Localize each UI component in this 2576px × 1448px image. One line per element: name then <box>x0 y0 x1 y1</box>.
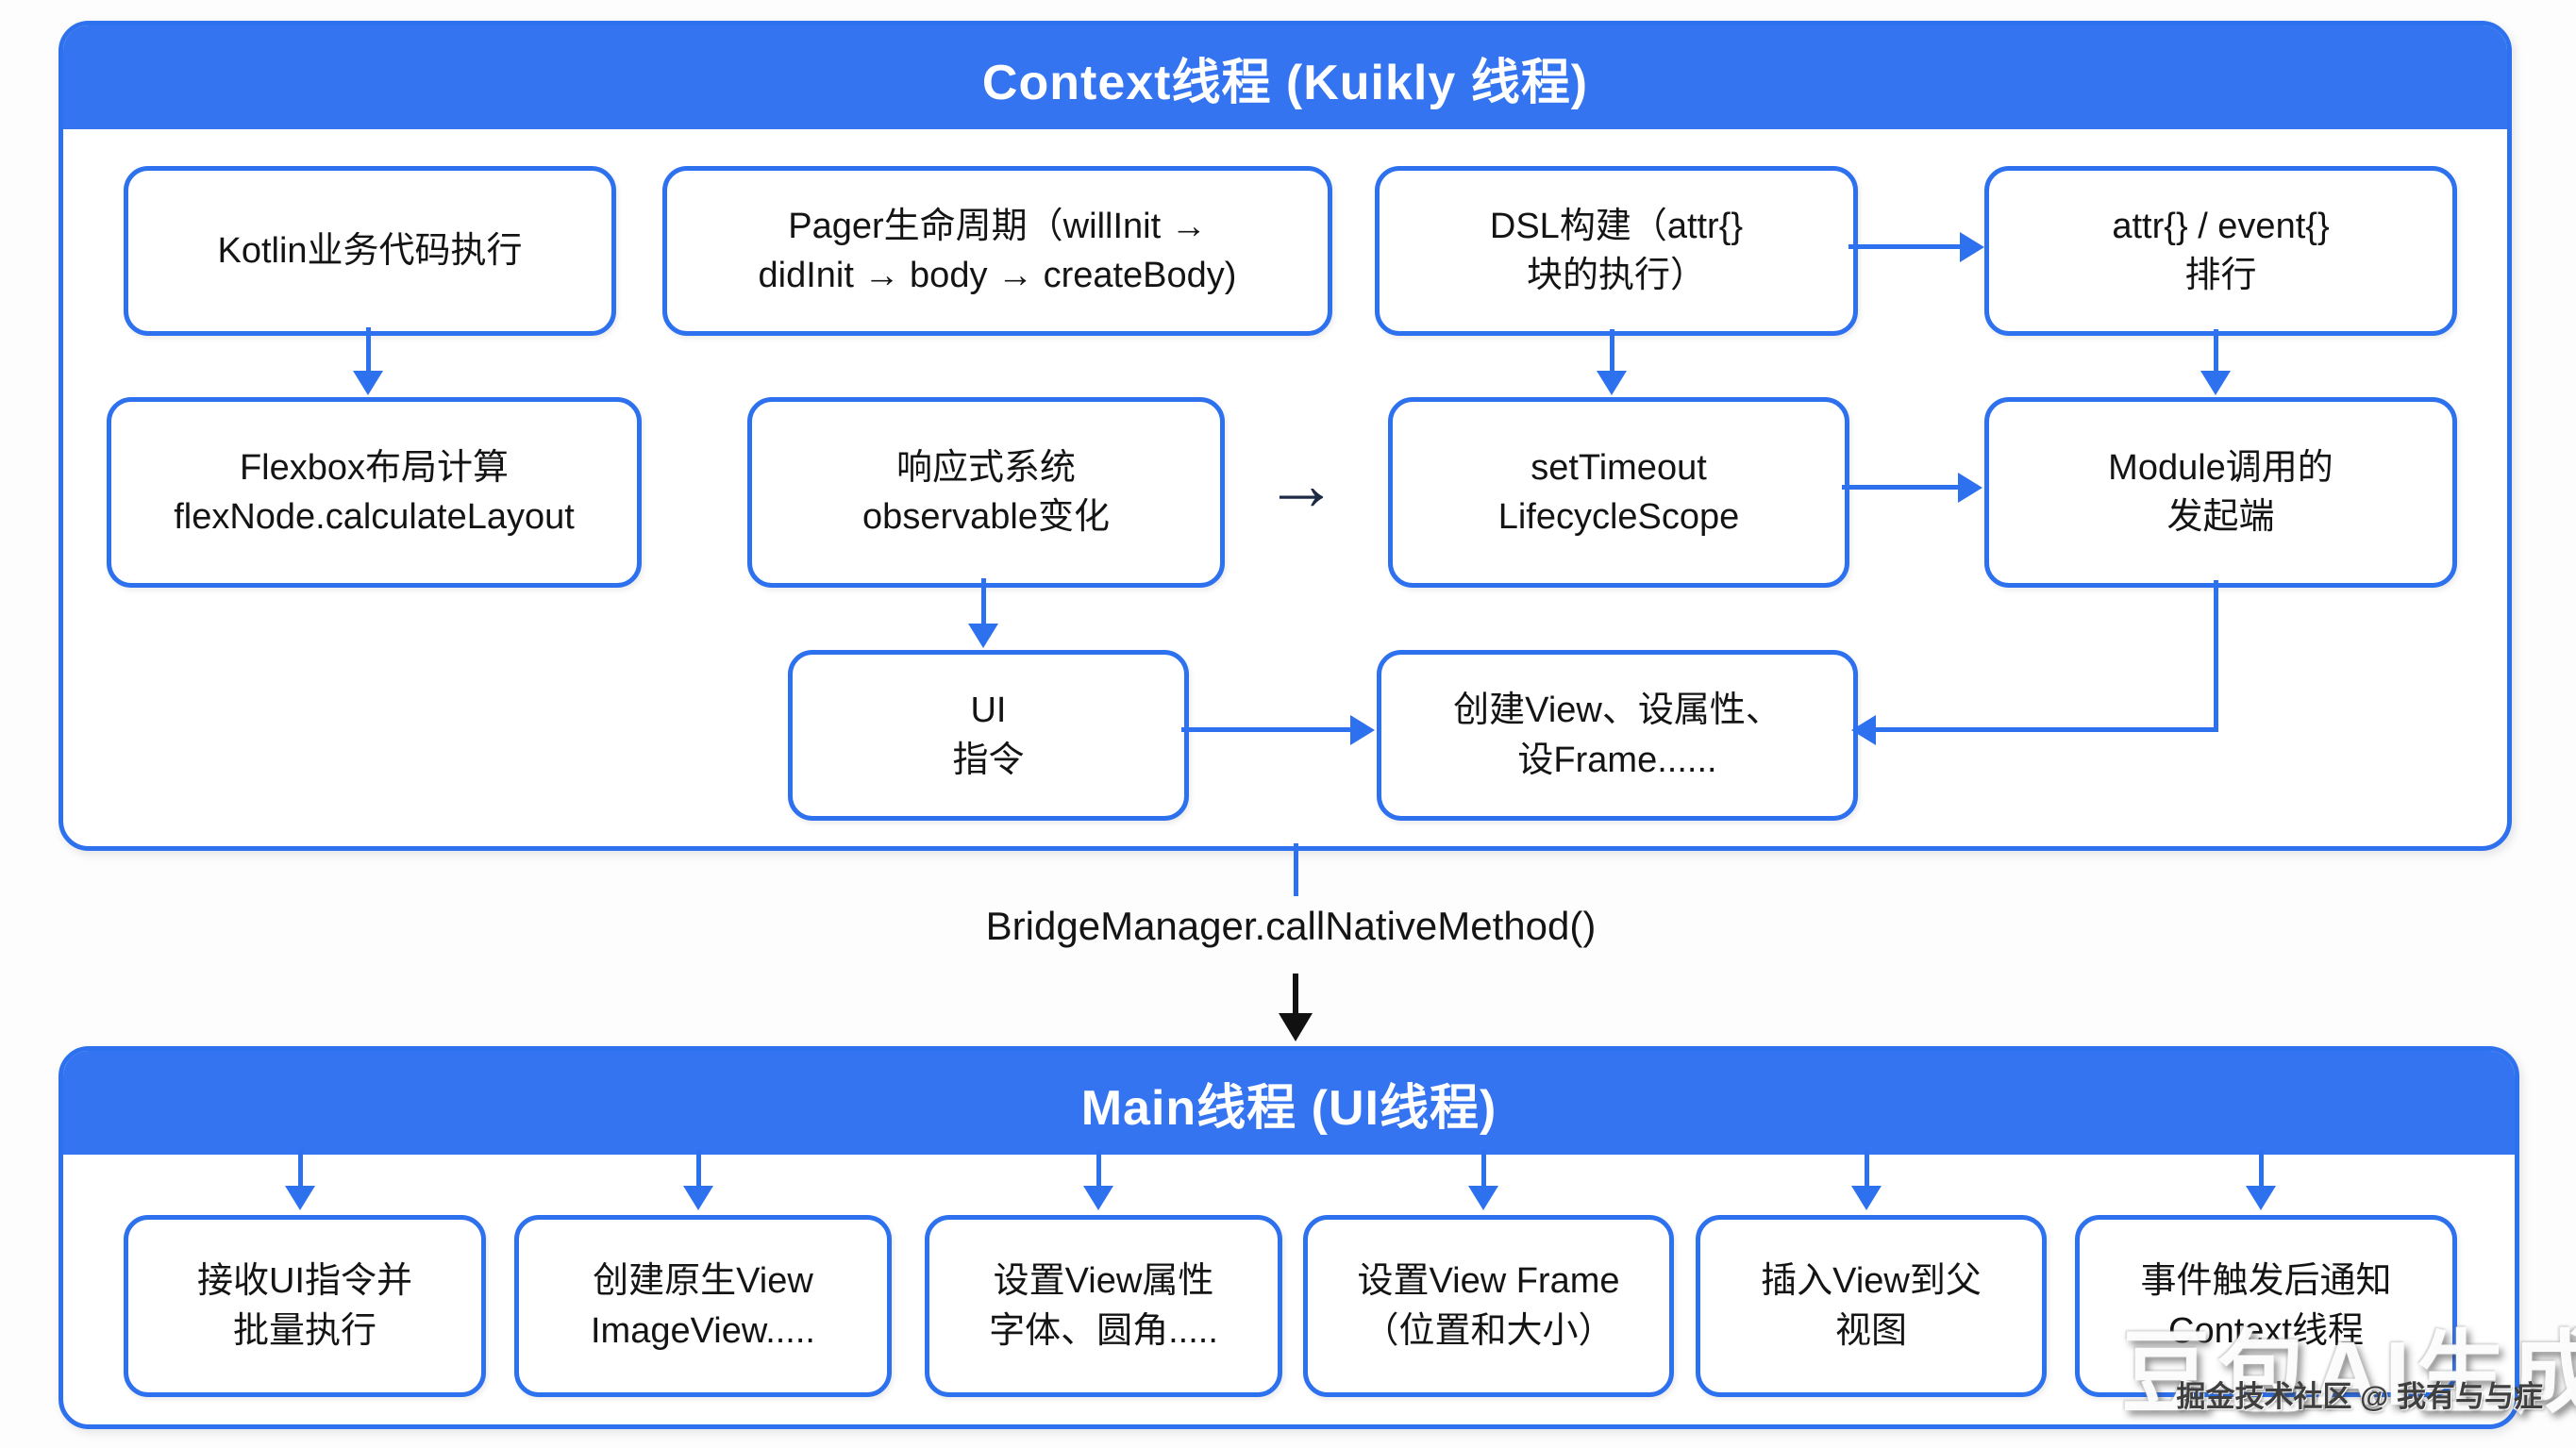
main-thread-header: Main线程 (UI线程) <box>63 1051 2515 1155</box>
watermark-juejin-credit: 掘金技术社区 @ 我有与与症 <box>2176 1380 2543 1413</box>
node-settimeout-lifecyclescope: setTimeout LifecycleScope <box>1388 397 1849 588</box>
node-reactive-system: 响应式系统 observable变化 <box>747 397 1225 588</box>
node-set-view-attributes: 设置View属性 字体、圆角..... <box>925 1215 1282 1397</box>
main-thread-title: Main线程 (UI线程) <box>1080 1080 1497 1136</box>
node-create-view: 创建View、设属性、 设Frame...... <box>1377 650 1858 821</box>
context-thread-title: Context线程 (Kuikly 线程) <box>981 55 1589 110</box>
context-to-bridge-connector-line <box>1294 843 1298 896</box>
node-flexbox-layout: Flexbox布局计算 flexNode.calculateLayout <box>107 397 642 588</box>
watermark-ai-generated: 豆包AI生成 <box>2121 1323 2576 1424</box>
node-module-call-origin: Module调用的 发起端 <box>1984 397 2457 588</box>
node-pager-lifecycle: Pager生命周期（willInit → didInit → body → cr… <box>662 166 1332 336</box>
context-thread-header: Context线程 (Kuikly 线程) <box>63 25 2507 129</box>
reactive-to-settimeout-arrow-glyph: → <box>1264 442 1338 525</box>
node-event-notify-context: 事件触发后通知 Context线程 <box>2075 1215 2457 1397</box>
node-kotlin-business-code: Kotlin业务代码执行 <box>124 166 616 336</box>
node-receive-ui-commands: 接收UI指令并 批量执行 <box>124 1215 486 1397</box>
node-dsl-build: DSL构建（attr{} 块的执行） <box>1375 166 1858 336</box>
bridge-call-label: BridgeManager.callNativeMethod() <box>985 904 1597 948</box>
node-attr-event: attr{} / event{} 排行 <box>1984 166 2457 336</box>
node-ui-command: UI 指令 <box>788 650 1189 821</box>
node-create-native-view: 创建原生View ImageView..... <box>514 1215 892 1397</box>
node-set-view-frame: 设置View Frame （位置和大小） <box>1303 1215 1674 1397</box>
node-insert-view-to-parent: 插入View到父 视图 <box>1696 1215 2047 1397</box>
